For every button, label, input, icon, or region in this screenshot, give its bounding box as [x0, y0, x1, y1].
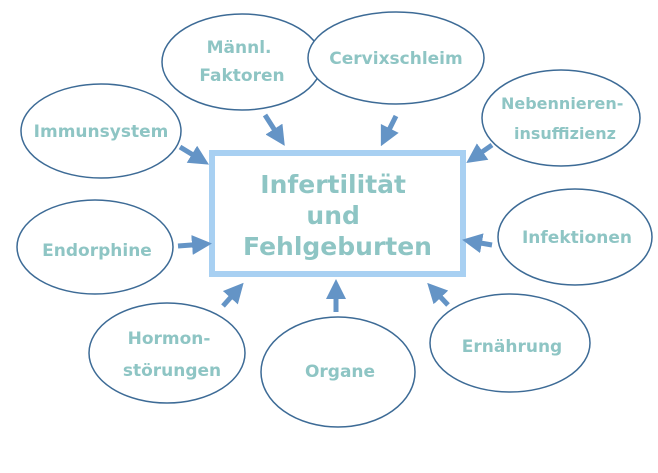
factor-ellipse	[429, 293, 591, 393]
factor-immunsystem: Immunsystem	[20, 83, 182, 179]
factor-label: Organe	[305, 362, 375, 382]
factor-ellipse	[497, 188, 653, 286]
arrow-maennl-faktoren	[262, 113, 285, 146]
factor-label: Endorphine	[42, 241, 152, 261]
factor-label: Hormon- störungen	[123, 329, 221, 381]
factor-ernaehrung: Ernährung	[429, 293, 591, 393]
arrows	[177, 113, 494, 312]
factor-infektionen: Infektionen	[497, 188, 653, 286]
factor-ellipse	[20, 83, 182, 179]
arrow-endorphine	[177, 234, 212, 255]
factor-ellipse	[88, 302, 246, 404]
factor-label: Cervixschleim	[329, 49, 462, 69]
center-box	[209, 150, 466, 277]
factor-label: Männl. Faktoren	[199, 38, 284, 86]
arrow-ernaehrung	[427, 282, 450, 307]
factor-ellipse	[16, 199, 174, 295]
factor-ellipse	[161, 13, 323, 111]
factor-maennl-faktoren: Männl. Faktoren	[161, 13, 323, 111]
arrow-immunsystem	[178, 144, 209, 165]
factor-ellipse	[307, 11, 485, 105]
factor-ellipse	[260, 316, 416, 428]
factor-hormonstoerungen: Hormon- störungen	[88, 302, 246, 404]
factor-organe: Organe	[260, 316, 416, 428]
factor-label: Ernährung	[462, 337, 562, 357]
center-title: Infertilität und Fehlgeburten	[243, 170, 432, 261]
factor-cervixschleim: Cervixschleim	[307, 11, 485, 105]
arrow-hormonstoerungen	[221, 282, 244, 308]
center-title-line-2: und	[306, 201, 360, 230]
factor-label: Immunsystem	[34, 122, 169, 142]
factor-label: Infektionen	[522, 228, 632, 248]
arrow-cervixschleim	[380, 114, 399, 147]
arrow-nebenniereninsuffizienz	[466, 142, 494, 164]
center-title-line-1: Infertilität	[260, 170, 406, 199]
arrow-infektionen	[462, 233, 493, 254]
factor-endorphine: Endorphine	[16, 199, 174, 295]
factor-label: Nebennieren- insuffizienz	[501, 94, 629, 143]
center-node: Infertilität und Fehlgeburten	[209, 150, 466, 277]
factor-ellipse	[481, 69, 641, 167]
center-title-line-3: Fehlgeburten	[243, 232, 432, 261]
factor-nebenniereninsuffizienz: Nebennieren- insuffizienz	[481, 69, 641, 167]
